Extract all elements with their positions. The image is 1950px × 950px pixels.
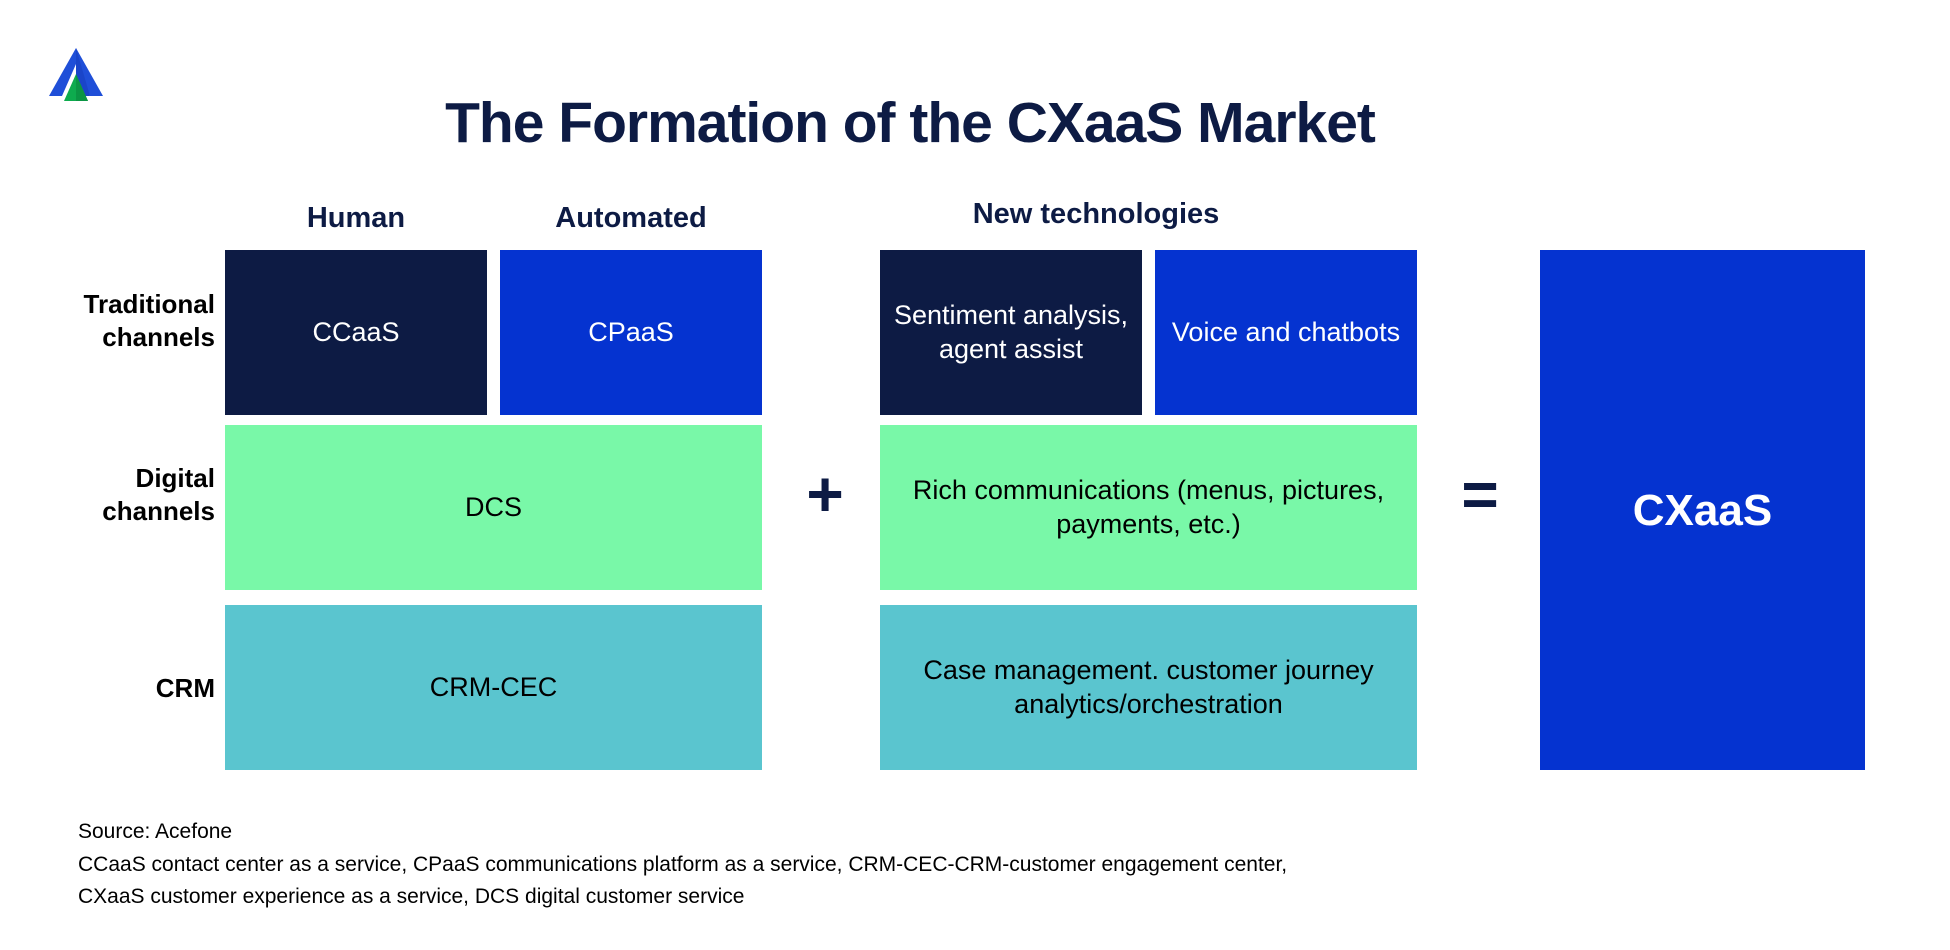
box-voice-and-chatbots: Voice and chatbots xyxy=(1155,250,1417,415)
footnote-abbreviations-line-2: CXaaS customer experience as a service, … xyxy=(78,885,745,909)
row-label-digital-channels: Digital channels xyxy=(0,462,215,529)
equals-operator-icon: = xyxy=(1461,458,1499,530)
box-sentiment-analysis: Sentiment analysis, agent assist xyxy=(880,250,1142,415)
box-crm-cec: CRM-CEC xyxy=(225,605,762,770)
box-cpaas: CPaaS xyxy=(500,250,762,415)
row-label-line-2: channels xyxy=(102,322,215,353)
box-case-management: Case management. customer journey analyt… xyxy=(880,605,1417,770)
box-dcs: DCS xyxy=(225,425,762,590)
row-label-line-2: channels xyxy=(102,496,215,527)
box-ccaas: CCaaS xyxy=(225,250,487,415)
footnote-abbreviations-line-1: CCaaS contact center as a service, CPaaS… xyxy=(78,852,1288,876)
box-rich-communications: Rich communications (menus, pictures, pa… xyxy=(880,425,1417,590)
column-header-automated: Automated xyxy=(555,202,707,234)
row-label-line-1: Digital xyxy=(135,463,215,493)
footnote: Source: Acefone CCaaS contact center as … xyxy=(78,816,1287,914)
row-label-crm: CRM xyxy=(0,672,215,705)
row-label-line-1: Traditional xyxy=(83,289,215,319)
page-title: The Formation of the CXaaS Market xyxy=(445,91,1376,155)
row-label-line-1: CRM xyxy=(155,673,215,703)
box-cxaas-result: CXaaS xyxy=(1540,250,1865,770)
acefone-logo-icon xyxy=(46,46,106,102)
row-label-traditional-channels: Traditional channels xyxy=(0,288,215,355)
column-header-human: Human xyxy=(306,202,406,234)
footnote-source: Source: Acefone xyxy=(78,820,233,843)
plus-operator-icon: + xyxy=(806,458,844,530)
column-header-new-technologies: New technologies xyxy=(972,198,1220,230)
